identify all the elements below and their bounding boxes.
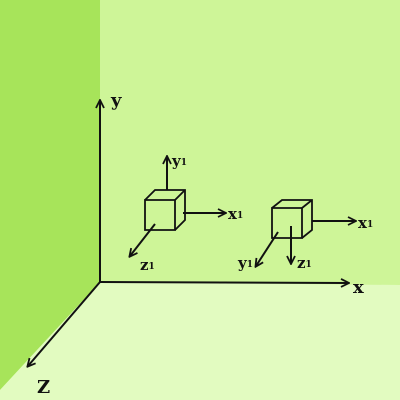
cube-a-z1-label: z1: [140, 256, 155, 274]
cube-a-x1-label: x1: [228, 205, 243, 223]
cube-b-z1-label: z1: [297, 254, 312, 272]
cube-b-y1-label: y1: [237, 254, 253, 272]
cube-a-y1-label: y1: [171, 152, 187, 170]
cube-b-x1-label: x1: [358, 214, 373, 232]
cube-a-z1-axis: [130, 223, 156, 256]
left-wall: [0, 0, 100, 390]
back-wall: [100, 0, 400, 285]
cube-b-y1-axis: [256, 231, 279, 266]
cube-b: [256, 199, 355, 266]
floor-plane: [0, 282, 400, 400]
world-x-label: x: [353, 277, 364, 298]
world-z-axis: [28, 281, 101, 366]
world-z-label: Z: [37, 377, 50, 398]
world-y-label: y: [110, 90, 122, 111]
world-x-axis: [99, 282, 348, 283]
cube-a: [130, 157, 225, 256]
